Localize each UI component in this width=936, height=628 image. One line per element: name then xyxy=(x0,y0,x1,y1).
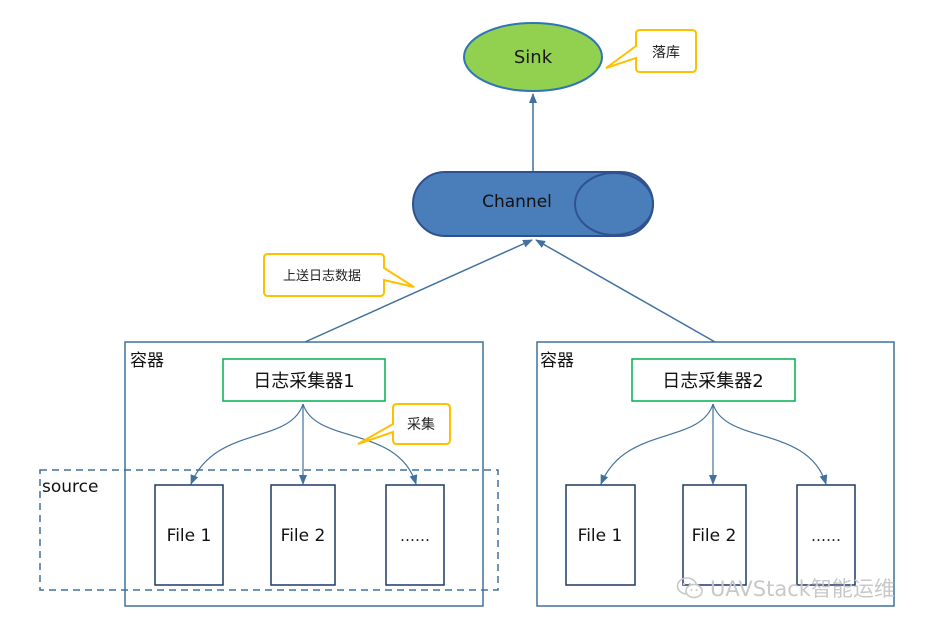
container-1-label: 容器 xyxy=(130,351,164,371)
file-1-c1: File 1 xyxy=(154,484,224,586)
watermark-text: UAVStack智能运维 xyxy=(710,577,895,601)
file-1-c1-label: File 1 xyxy=(167,526,212,546)
file-3-c1: …… xyxy=(385,484,445,586)
sink-label: Sink xyxy=(514,47,553,68)
callout-collect: 采集 xyxy=(357,403,451,445)
channel-node: Channel xyxy=(412,171,654,237)
callout-store-text: 落库 xyxy=(652,45,680,61)
collector-1-label: 日志采集器1 xyxy=(253,371,354,392)
container-2: 容器 日志采集器2 xyxy=(536,341,895,607)
arrow-collector2-file1 xyxy=(600,403,714,485)
arrow-collector2-file3 xyxy=(712,403,828,485)
sink-node: Sink xyxy=(463,22,603,92)
channel-label: Channel xyxy=(482,192,552,212)
arrow-container2-to-channel xyxy=(535,239,716,343)
file-2-c2-label: File 2 xyxy=(692,526,737,546)
file-2-c1: File 2 xyxy=(270,484,336,586)
collector-2-box xyxy=(631,358,796,402)
wechat-icon xyxy=(676,577,703,599)
collector-1-box xyxy=(222,358,386,402)
container-1: 容器 日志采集器1 xyxy=(124,341,484,607)
file-3-c1-label: …… xyxy=(400,527,430,545)
collector-2-label: 日志采集器2 xyxy=(662,371,763,392)
source-label: source xyxy=(42,477,98,497)
arrow-container1-to-channel xyxy=(304,239,533,343)
file-3-c2: …… xyxy=(796,484,856,586)
callout-upload: 上送日志数据 xyxy=(263,253,415,297)
file-1-c2: File 1 xyxy=(565,484,636,586)
callout-collect-text: 采集 xyxy=(407,416,435,433)
file-1-c2-label: File 1 xyxy=(578,526,623,546)
file-3-c2-label: …… xyxy=(811,527,841,545)
arrow-collector1-file3 xyxy=(302,403,418,485)
file-2-c1-label: File 2 xyxy=(281,526,326,546)
container-2-label: 容器 xyxy=(540,351,574,371)
file-2-c2: File 2 xyxy=(682,484,747,586)
callout-upload-text: 上送日志数据 xyxy=(283,269,361,284)
callout-store: 落库 xyxy=(605,29,697,73)
arrow-collector1-file1 xyxy=(190,403,304,485)
watermark: UAVStack智能运维 xyxy=(676,571,895,605)
source-group: source xyxy=(39,469,499,591)
